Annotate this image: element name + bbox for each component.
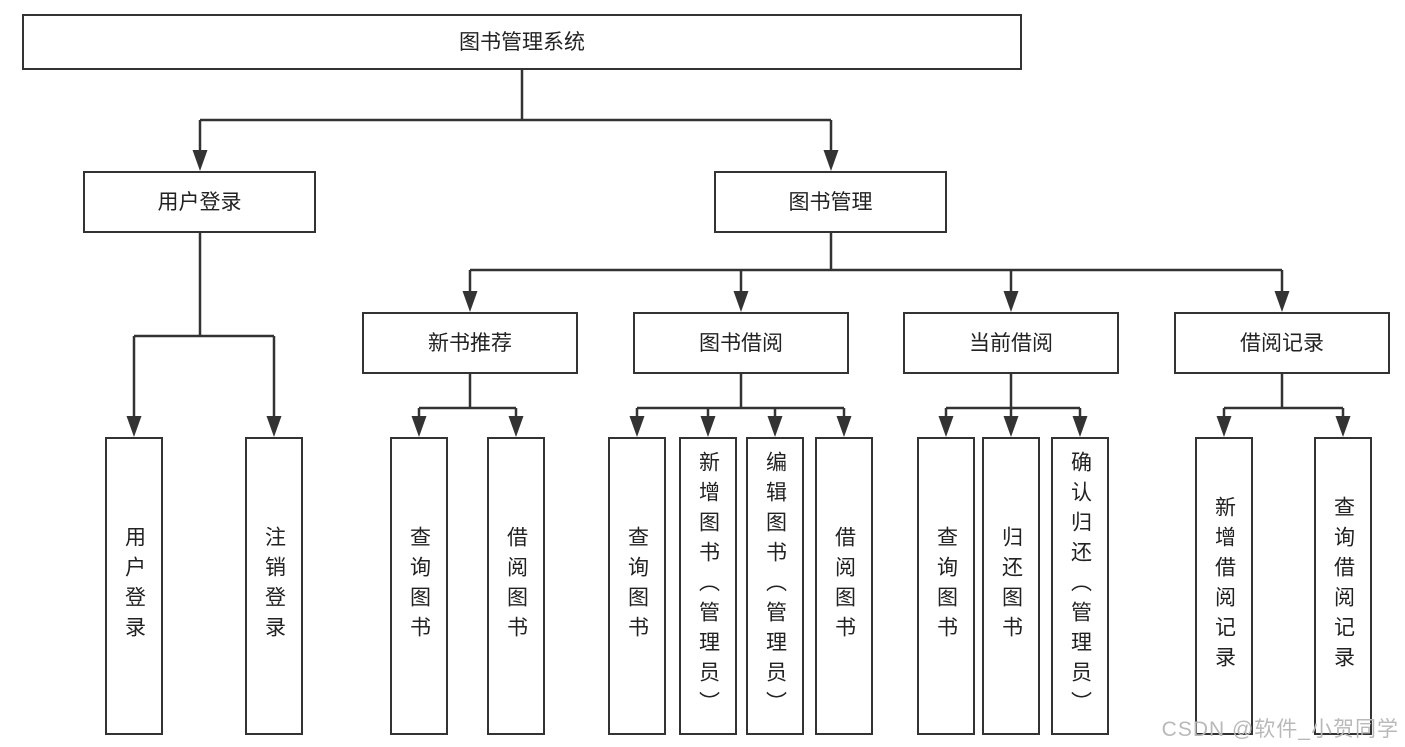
arrow-down-icon: [1216, 416, 1232, 437]
connector-line-group: [132, 70, 1345, 421]
leaf-add-borrow-record: 新增借阅记录: [1195, 437, 1253, 735]
leaf-user-login: 用户登录: [105, 437, 163, 735]
arrow-down-icon: [700, 416, 716, 437]
arrow-down-icon: [266, 416, 282, 437]
node-book-borrowing: 图书借阅: [633, 312, 849, 374]
node-root-system: 图书管理系统: [22, 14, 1022, 70]
arrow-down-icon: [1072, 416, 1088, 437]
node-current-borrowing: 当前借阅: [903, 312, 1119, 374]
arrow-down-icon: [836, 416, 852, 437]
arrow-down-icon: [1274, 291, 1290, 312]
leaf-edit-book-admin: 编辑图书（管理员）: [746, 437, 804, 735]
arrow-down-icon: [411, 416, 427, 437]
arrow-down-icon: [767, 416, 783, 437]
arrow-down-icon: [823, 150, 839, 171]
leaf-query-borrow-record: 查询借阅记录: [1314, 437, 1372, 735]
arrow-down-icon: [733, 291, 749, 312]
node-book-management: 图书管理: [714, 171, 947, 233]
leaf-return-books: 归还图书: [982, 437, 1040, 735]
arrow-down-icon: [192, 150, 208, 171]
arrow-down-icon: [1003, 416, 1019, 437]
leaf-query-books-current: 查询图书: [917, 437, 975, 735]
arrow-down-icon: [126, 416, 142, 437]
leaf-query-books-borrowing: 查询图书: [608, 437, 666, 735]
leaf-confirm-return-admin: 确认归还（管理员）: [1051, 437, 1109, 735]
arrow-down-icon: [1003, 291, 1019, 312]
leaf-borrow-books-borrowing: 借阅图书: [815, 437, 873, 735]
arrow-down-icon: [629, 416, 645, 437]
arrow-down-icon: [1335, 416, 1351, 437]
arrowhead-icon-group: [126, 150, 1351, 437]
arrow-down-icon: [508, 416, 524, 437]
leaf-logout: 注销登录: [245, 437, 303, 735]
node-new-book-recommend: 新书推荐: [362, 312, 578, 374]
arrow-down-icon: [462, 291, 478, 312]
arrow-down-icon: [938, 416, 954, 437]
leaf-query-books-recommend: 查询图书: [390, 437, 448, 735]
node-user-login: 用户登录: [83, 171, 316, 233]
leaf-add-book-admin: 新增图书（管理员）: [679, 437, 737, 735]
node-borrowing-records: 借阅记录: [1174, 312, 1390, 374]
watermark: CSDN @软件_小贺同学: [1161, 718, 1399, 741]
leaf-borrow-books-recommend: 借阅图书: [487, 437, 545, 735]
